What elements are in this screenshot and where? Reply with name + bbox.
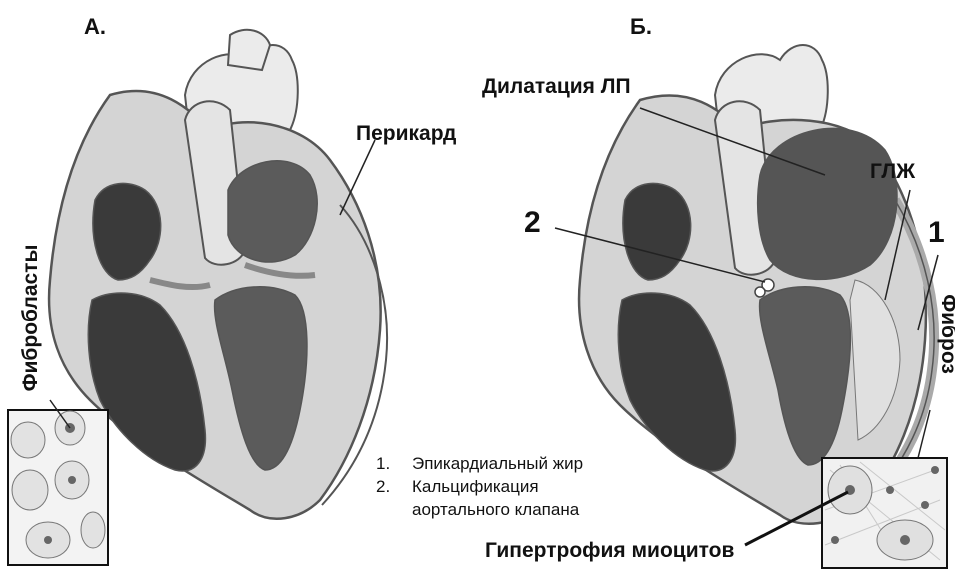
marker-2-label: 2 [524,206,541,240]
legend-item-2: 2. Кальцификация [376,475,583,498]
legend-item-1-text: Эпикардиальный жир [412,452,583,475]
pericard-label: Перикард [356,122,456,146]
legend-item-2-number: 2. [376,475,412,498]
legend: 1. Эпикардиальный жир 2. Кальцификация а… [376,452,583,521]
panel-a-label: А. [84,14,106,40]
heart-a-left-atrium [228,161,317,262]
fibroz-label: Фиброз [936,284,955,384]
marker-1-label: 1 [928,216,945,250]
legend-item-1: 1. Эпикардиальный жир [376,452,583,475]
inset-hypertrophy [822,458,947,568]
dilatation-label: Дилатация ЛП [482,75,631,99]
heart-b-dilated-left-atrium [758,128,897,279]
fibroblasts-label: Фибробласты [19,243,43,393]
heart-b [579,45,934,524]
legend-item-2-text-line2: аортального клапана [376,498,583,521]
panel-b-label: Б. [630,14,652,40]
glzh-label: ГЛЖ [870,160,915,184]
inset-fibroblasts [8,410,108,565]
legend-item-1-number: 1. [376,452,412,475]
legend-item-2-text-line1: Кальцификация [412,475,539,498]
hypertrophy-label: Гипертрофия миоцитов [485,539,734,563]
heart-a-pulmonary [228,30,270,70]
